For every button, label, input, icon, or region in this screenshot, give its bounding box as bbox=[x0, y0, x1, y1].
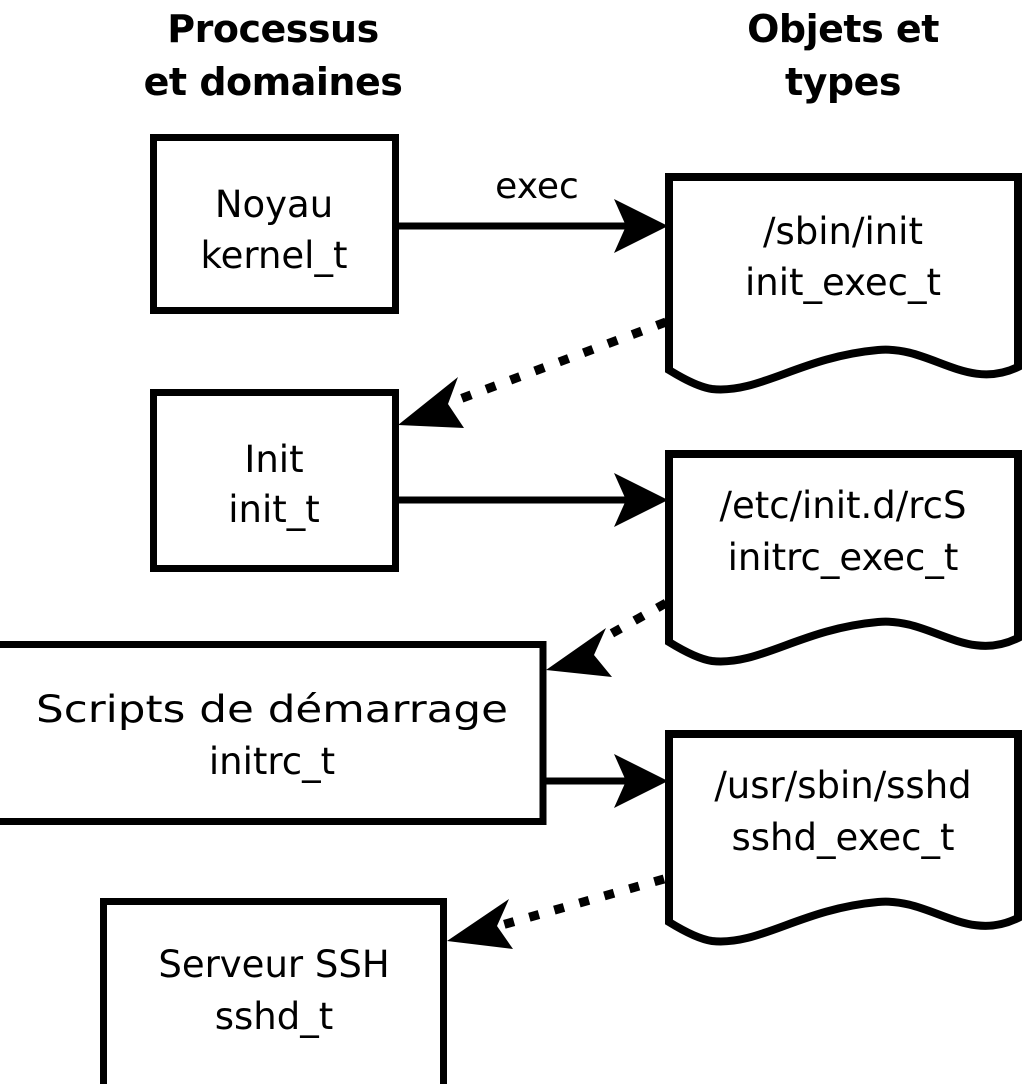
column-header-left-line1: Processus bbox=[167, 7, 378, 51]
node-sshd-line1: Serveur SSH bbox=[158, 943, 389, 986]
column-header-right: Objets et types bbox=[747, 7, 940, 104]
edge-sshd-exec-to-sshd bbox=[447, 874, 666, 949]
node-sshd-exec-document[interactable] bbox=[665, 730, 1022, 946]
node-initrc-line2: initrc_t bbox=[209, 740, 335, 783]
edge-initrc-exec-to-initrc bbox=[546, 599, 669, 677]
edge-line-sshd-transition bbox=[500, 874, 666, 930]
node-init-line1: Init bbox=[244, 438, 303, 481]
arrowhead-initrc-transition bbox=[546, 628, 612, 677]
node-initrc-line1: Scripts de démarrage bbox=[36, 688, 508, 731]
node-initrc-box[interactable] bbox=[0, 641, 547, 825]
edge-initrc-to-sshd-exec bbox=[546, 754, 668, 808]
arrowhead-init-exec bbox=[614, 473, 668, 527]
node-initrc[interactable]: Scripts de démarrage initrc_t bbox=[0, 641, 547, 825]
node-initrc-exec[interactable]: /etc/init.d/rcS initrc_exec_t bbox=[665, 450, 1022, 666]
node-sshd-line2: sshd_t bbox=[215, 995, 334, 1038]
node-sshd-exec-line2: sshd_exec_t bbox=[732, 816, 955, 859]
node-kernel-box[interactable] bbox=[150, 134, 399, 314]
node-sshd-box[interactable] bbox=[100, 898, 447, 1084]
node-initrc-exec-line2: initrc_exec_t bbox=[728, 536, 959, 579]
node-init-line2: init_t bbox=[228, 488, 320, 531]
edge-line-initrc-transition bbox=[597, 599, 669, 644]
node-kernel-line2: kernel_t bbox=[201, 234, 348, 277]
node-sshd-exec-line1: /usr/sbin/sshd bbox=[714, 764, 971, 807]
node-kernel-line1: Noyau bbox=[215, 183, 333, 226]
column-header-right-line1: Objets et bbox=[747, 7, 939, 51]
node-init-exec-line1: /sbin/init bbox=[763, 210, 923, 253]
arrowhead-sshd-transition bbox=[447, 899, 513, 949]
edge-line-init-transition bbox=[450, 317, 668, 407]
node-init-exec[interactable]: /sbin/init init_exec_t bbox=[665, 173, 1022, 394]
node-init-exec-document[interactable] bbox=[665, 173, 1022, 394]
column-header-left-line2: et domaines bbox=[144, 60, 403, 104]
node-init-box[interactable] bbox=[150, 389, 399, 572]
column-header-right-line2: types bbox=[785, 60, 901, 104]
edge-label-exec: exec bbox=[495, 166, 579, 207]
node-sshd-exec[interactable]: /usr/sbin/sshd sshd_exec_t bbox=[665, 730, 1022, 946]
edge-init-exec-to-init bbox=[398, 317, 668, 428]
node-init[interactable]: Init init_t bbox=[150, 389, 399, 572]
node-kernel[interactable]: Noyau kernel_t bbox=[150, 134, 399, 314]
column-header-left: Processus et domaines bbox=[144, 7, 403, 104]
node-initrc-exec-document[interactable] bbox=[665, 450, 1022, 666]
arrowhead-init-transition bbox=[398, 377, 464, 428]
node-sshd[interactable]: Serveur SSH sshd_t bbox=[100, 898, 447, 1084]
edge-kernel-to-init-exec: exec bbox=[398, 166, 668, 253]
edge-init-to-initrc-exec bbox=[398, 473, 668, 527]
node-initrc-exec-line1: /etc/init.d/rcS bbox=[719, 484, 966, 527]
arrowhead-initrc-exec bbox=[614, 754, 668, 808]
arrowhead-kernel-exec bbox=[614, 199, 668, 253]
node-init-exec-line2: init_exec_t bbox=[745, 261, 941, 304]
